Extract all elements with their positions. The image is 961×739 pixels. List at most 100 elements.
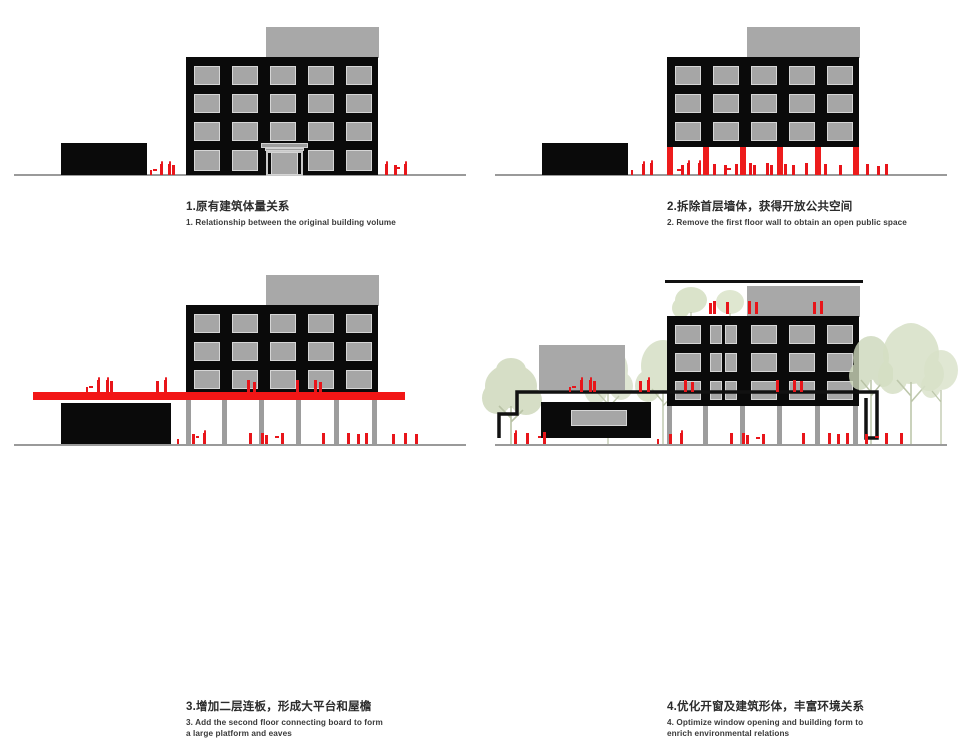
second-floor-platform-outline [497, 390, 879, 440]
figure [365, 433, 368, 444]
window [713, 94, 739, 113]
window [232, 314, 258, 333]
tree [921, 350, 958, 444]
left-annex-block [61, 143, 147, 175]
figure [742, 433, 745, 444]
figure [631, 170, 633, 175]
window [232, 150, 258, 171]
figure [150, 170, 152, 175]
figure [648, 377, 650, 381]
panel-3-add-platform: 3.增加二层连板，形成大平台和屋檐 3. Add the second floo… [0, 248, 480, 738]
panel-1-original-volume: 1.原有建筑体量关系 1. Relationship between the o… [0, 0, 480, 248]
window [827, 94, 853, 113]
figure [875, 436, 879, 438]
panel-2-remove-ground-wall: 2.拆除首层墙体，获得开放公共空间 2. Remove the first fl… [481, 0, 961, 248]
window [270, 122, 296, 141]
panel-2-scene [481, 0, 961, 248]
window [308, 66, 334, 85]
panel-1-caption-en: 1. Relationship between the original bui… [186, 217, 476, 228]
figure [657, 439, 659, 444]
window [308, 94, 334, 113]
figure [820, 301, 823, 314]
figure [281, 433, 284, 444]
panel-1-scene [0, 0, 480, 248]
window [232, 370, 258, 389]
figure [89, 386, 93, 388]
figure [753, 165, 756, 175]
support-column [186, 400, 191, 444]
window [232, 122, 258, 141]
window [751, 94, 777, 113]
figure [766, 163, 769, 175]
figure [802, 433, 805, 444]
panel-1-caption-en-line: 1. Relationship between the original bui… [186, 218, 396, 227]
support-column [222, 400, 227, 444]
support-column [259, 400, 264, 444]
figure [590, 377, 592, 381]
window [713, 66, 739, 85]
window [194, 122, 220, 141]
figure [828, 433, 831, 444]
panel-1-caption: 1.原有建筑体量关系 1. Relationship between the o… [186, 200, 476, 228]
figure [165, 377, 167, 381]
figure [792, 165, 795, 175]
entrance-lintel [261, 143, 308, 148]
figure [709, 303, 712, 314]
figure [107, 377, 109, 381]
figure [296, 380, 299, 392]
figure [253, 382, 256, 392]
roof-volume [747, 286, 860, 317]
panel-4-optimize-form: 4.优化开窗及建筑形体，丰富环境关系 4. Optimize window op… [481, 248, 961, 738]
roof-volume [266, 27, 379, 58]
support-column [667, 406, 672, 444]
figure [756, 437, 760, 439]
red-column [703, 147, 709, 175]
figure [106, 380, 109, 392]
panel-4-caption-en-line: enrich environmental relations [667, 729, 790, 738]
figure [319, 382, 322, 392]
panel-3-caption: 3.增加二层连板，形成大平台和屋檐 3. Add the second floo… [186, 700, 476, 739]
figure [846, 433, 849, 444]
window [346, 122, 372, 141]
figure [900, 433, 903, 444]
panel-2-caption: 2.拆除首层墙体，获得开放公共空间 2. Remove the first fl… [667, 200, 957, 228]
window [270, 342, 296, 361]
annex-window [571, 410, 627, 426]
window [270, 94, 296, 113]
red-column [853, 147, 859, 175]
red-column [777, 147, 783, 175]
figure [196, 436, 199, 438]
left-annex-block [542, 143, 628, 175]
figure [275, 436, 279, 438]
window [346, 66, 372, 85]
figure [677, 169, 681, 171]
figure [805, 163, 808, 175]
figure [153, 169, 157, 171]
panel-2-caption-cn: 2.拆除首层墙体，获得开放公共空间 [667, 201, 853, 213]
panel-4-caption: 4.优化开窗及建筑形体，丰富环境关系 4. Optimize window op… [667, 700, 961, 739]
figure [247, 380, 250, 392]
red-column [815, 147, 821, 175]
window [789, 66, 815, 85]
panel-4-caption-en-line: 4. Optimize window opening and building … [667, 718, 864, 727]
window [308, 122, 334, 141]
figure [688, 160, 690, 164]
window [827, 122, 853, 141]
figure [172, 165, 175, 175]
ground-line [495, 174, 947, 176]
figure [669, 434, 672, 444]
figure [405, 161, 407, 165]
window [751, 122, 777, 141]
figure [813, 302, 816, 314]
figure [86, 387, 88, 392]
support-column [777, 406, 782, 444]
figure [347, 433, 350, 444]
figure [404, 433, 407, 444]
figure [110, 381, 113, 392]
figure [572, 386, 576, 388]
panel-2-caption-en: 2. Remove the first floor wall to obtain… [667, 217, 957, 228]
window [789, 94, 815, 113]
window [751, 66, 777, 85]
figure [650, 163, 653, 175]
